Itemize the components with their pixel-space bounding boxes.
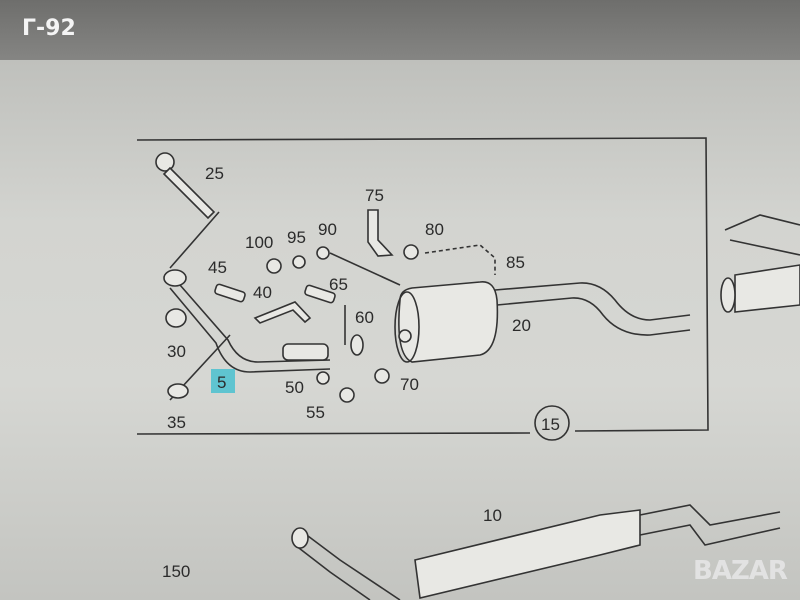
muffler-end <box>394 291 420 363</box>
callout-100[interactable]: 100 <box>245 233 273 252</box>
nut-30 <box>165 308 187 328</box>
nut-55 <box>339 387 355 403</box>
callout-25[interactable]: 25 <box>205 164 224 183</box>
partial-muffler <box>734 264 800 313</box>
callout-80[interactable]: 80 <box>425 220 444 239</box>
lower-tail-pipe <box>639 504 781 546</box>
callout-45[interactable]: 45 <box>208 258 227 277</box>
washer-90 <box>316 246 330 260</box>
callout-150[interactable]: 150 <box>162 562 190 581</box>
callout-55[interactable]: 55 <box>306 403 325 422</box>
muffler-outlet <box>398 329 412 343</box>
muffler-10 <box>414 509 641 599</box>
nut-70 <box>374 368 390 384</box>
hanger-85 <box>424 244 496 275</box>
callout-85[interactable]: 85 <box>506 253 525 272</box>
washer-50 <box>316 371 330 385</box>
clamp-60 <box>350 334 364 356</box>
front-pipe-5 <box>169 284 331 373</box>
callout-15[interactable]: 15 <box>541 415 560 434</box>
bracket-75 <box>367 209 394 257</box>
callout-50[interactable]: 50 <box>285 378 304 397</box>
pipe-sleeve <box>282 343 329 361</box>
lower-flange <box>291 527 309 549</box>
part-5-highlight[interactable] <box>211 369 235 393</box>
nut-80 <box>403 244 419 260</box>
muffler-20 <box>398 281 499 363</box>
flange <box>163 269 187 287</box>
callout-95[interactable]: 95 <box>287 228 306 247</box>
bolt-head <box>155 152 175 172</box>
callout-60[interactable]: 60 <box>355 308 374 327</box>
group-15-circle <box>534 405 570 441</box>
diagram-frame <box>136 137 709 435</box>
tail-pipe <box>494 282 691 336</box>
bracket-40 <box>253 301 312 324</box>
leader-line <box>329 252 401 286</box>
lower-front-pipe <box>294 529 401 600</box>
nut-100 <box>266 258 282 274</box>
photo-top-band <box>0 0 800 60</box>
callout-10[interactable]: 10 <box>483 506 502 525</box>
callout-70[interactable]: 70 <box>400 375 419 394</box>
leader-line <box>169 211 220 269</box>
partial-muffler-end <box>720 277 736 313</box>
bolt-25 <box>162 166 216 220</box>
callout-20[interactable]: 20 <box>512 316 531 335</box>
callout-5[interactable]: 5 <box>217 373 226 392</box>
bolt-45 <box>214 283 246 303</box>
callout-75[interactable]: 75 <box>365 186 384 205</box>
watermark-logo: BAZAR <box>693 556 788 586</box>
clamp-35 <box>167 383 189 399</box>
partial-part <box>724 214 800 256</box>
bolt-65 <box>304 284 336 304</box>
washer-95 <box>292 255 306 269</box>
callout-90[interactable]: 90 <box>318 220 337 239</box>
callout-65[interactable]: 65 <box>329 275 348 294</box>
callout-40[interactable]: 40 <box>253 283 272 302</box>
listing-tag: Г-92 <box>22 16 76 41</box>
callout-30[interactable]: 30 <box>167 342 186 361</box>
callout-35[interactable]: 35 <box>167 413 186 432</box>
